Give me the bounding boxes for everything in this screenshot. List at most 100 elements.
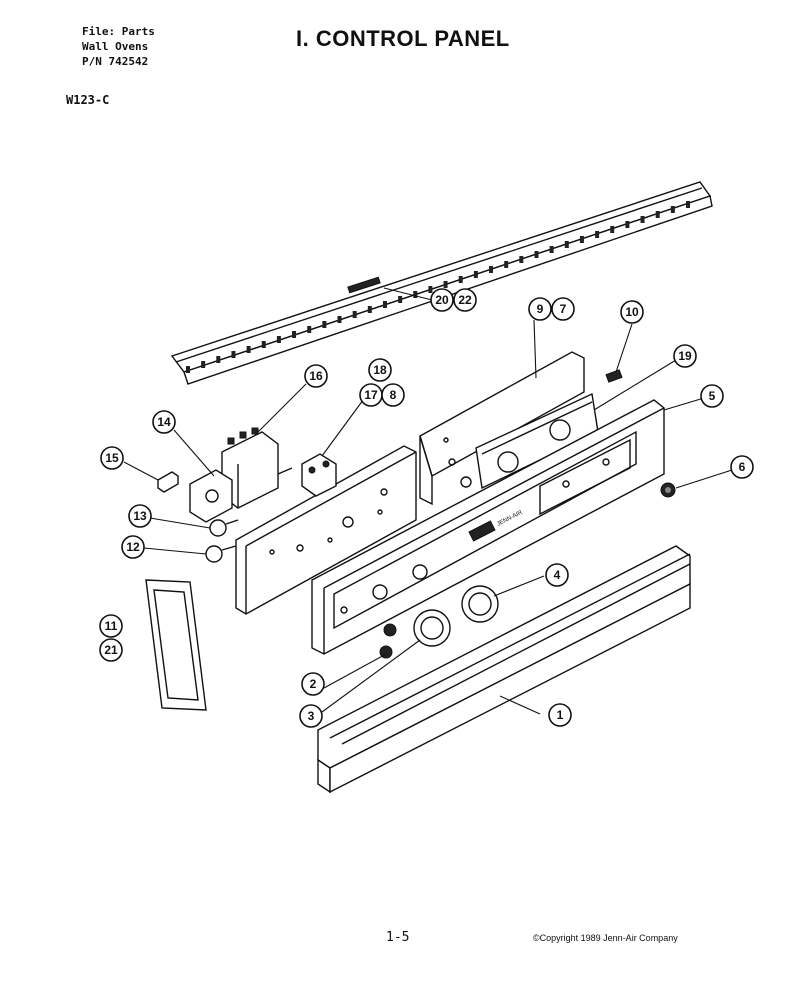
callout-19: 19	[673, 344, 697, 368]
indicator-button	[605, 369, 623, 383]
page-title: I. CONTROL PANEL	[296, 26, 510, 51]
callout-13: 13	[128, 504, 152, 528]
vent-slot	[413, 291, 418, 298]
vent-slot	[489, 266, 494, 273]
vent-slot	[655, 211, 660, 218]
svg-text:14: 14	[157, 415, 171, 429]
small-knob-upper	[383, 623, 397, 637]
vent-slot	[564, 241, 569, 248]
callout-15: 15	[100, 446, 124, 470]
vent-slot	[640, 216, 645, 223]
callout-10: 10	[620, 300, 644, 324]
svg-text:3: 3	[308, 709, 315, 723]
clock-motor	[189, 469, 233, 523]
callout-9: 9	[528, 297, 552, 321]
rear-bracket	[419, 351, 585, 506]
svg-text:18: 18	[373, 363, 387, 377]
large-knob-upper	[461, 585, 499, 623]
vent-slot	[382, 301, 387, 308]
vent-slot	[276, 336, 281, 343]
svg-text:7: 7	[560, 302, 567, 316]
file-label: File: Parts	[82, 25, 155, 38]
callout-8: 8	[381, 383, 405, 407]
svg-text:12: 12	[126, 540, 140, 554]
vent-slot	[534, 251, 539, 258]
svg-text:1: 1	[557, 708, 564, 722]
front-control-panel: JENN-AIR	[311, 399, 665, 655]
model-number-label: W123-C	[66, 93, 110, 107]
svg-text:11: 11	[105, 619, 118, 633]
vent-slot	[246, 346, 251, 353]
top-vent-strip	[170, 181, 713, 385]
vent-slot	[625, 221, 630, 228]
callout-16: 16	[304, 364, 328, 388]
vent-slot	[216, 356, 221, 363]
vent-slot	[519, 256, 524, 263]
small-knob	[660, 482, 676, 498]
product-type-label: Wall Ovens	[82, 40, 149, 53]
svg-text:13: 13	[133, 509, 147, 523]
callout-22: 22	[453, 288, 477, 312]
callout-6: 6	[730, 455, 754, 479]
svg-text:5: 5	[709, 389, 716, 403]
svg-text:4: 4	[554, 568, 561, 582]
vent-slot	[322, 321, 327, 328]
light-lens	[145, 579, 207, 711]
control-mounting-plate	[235, 445, 417, 615]
small-knob-lower	[379, 645, 393, 659]
relay-switch	[301, 453, 337, 497]
vent-slot	[504, 261, 509, 268]
vent-slot	[337, 316, 342, 323]
svg-text:16: 16	[309, 369, 323, 383]
bottom-trim-channel	[317, 545, 691, 794]
vent-slot	[352, 311, 357, 318]
vent-slot	[201, 361, 206, 368]
vent-slot	[231, 351, 236, 358]
switch-shaft	[205, 545, 237, 563]
svg-text:21: 21	[104, 643, 118, 657]
callout-12: 12	[121, 535, 145, 559]
vent-slot	[473, 271, 478, 278]
vent-slot	[307, 326, 312, 333]
thermostat-switch	[221, 427, 293, 509]
callout-1: 1	[548, 703, 572, 727]
vent-slot	[398, 296, 403, 303]
vent-slot	[292, 331, 297, 338]
svg-text:10: 10	[625, 305, 639, 319]
svg-text:22: 22	[458, 293, 472, 307]
callout-17: 17	[359, 383, 383, 407]
svg-text:20: 20	[435, 293, 449, 307]
page-number: 1-5	[386, 930, 410, 945]
callout-4: 4	[545, 563, 569, 587]
large-knob-lower	[413, 609, 451, 647]
callout-14: 14	[152, 410, 176, 434]
rotary-switch	[209, 519, 239, 537]
svg-text:9: 9	[537, 302, 544, 316]
vent-slot	[367, 306, 372, 313]
callout-7: 7	[551, 297, 575, 321]
copyright-notice: ©Copyright 1989 Jenn-Air Company	[533, 933, 678, 943]
svg-text:8: 8	[390, 388, 397, 402]
leader-lines	[123, 287, 733, 715]
vent-slot	[670, 206, 675, 213]
part-number-label: P/N 742542	[82, 55, 149, 68]
callout-3: 3	[299, 704, 323, 728]
callout-2: 2	[301, 672, 325, 696]
callout-20: 20	[430, 288, 454, 312]
vent-slot	[428, 286, 433, 293]
vent-slot	[686, 201, 690, 208]
svg-text:15: 15	[105, 451, 119, 465]
svg-text:19: 19	[678, 349, 692, 363]
vent-slot	[186, 366, 190, 373]
vent-slot	[443, 281, 448, 288]
svg-text:17: 17	[364, 388, 378, 402]
callout-18: 18	[368, 358, 392, 382]
callout-21: 21	[99, 638, 123, 662]
vent-slot	[458, 276, 463, 283]
vent-slot	[595, 231, 600, 238]
vent-slot	[579, 236, 584, 243]
vent-slot	[549, 246, 554, 253]
svg-text:2: 2	[310, 677, 317, 691]
mount-clip	[157, 471, 179, 493]
